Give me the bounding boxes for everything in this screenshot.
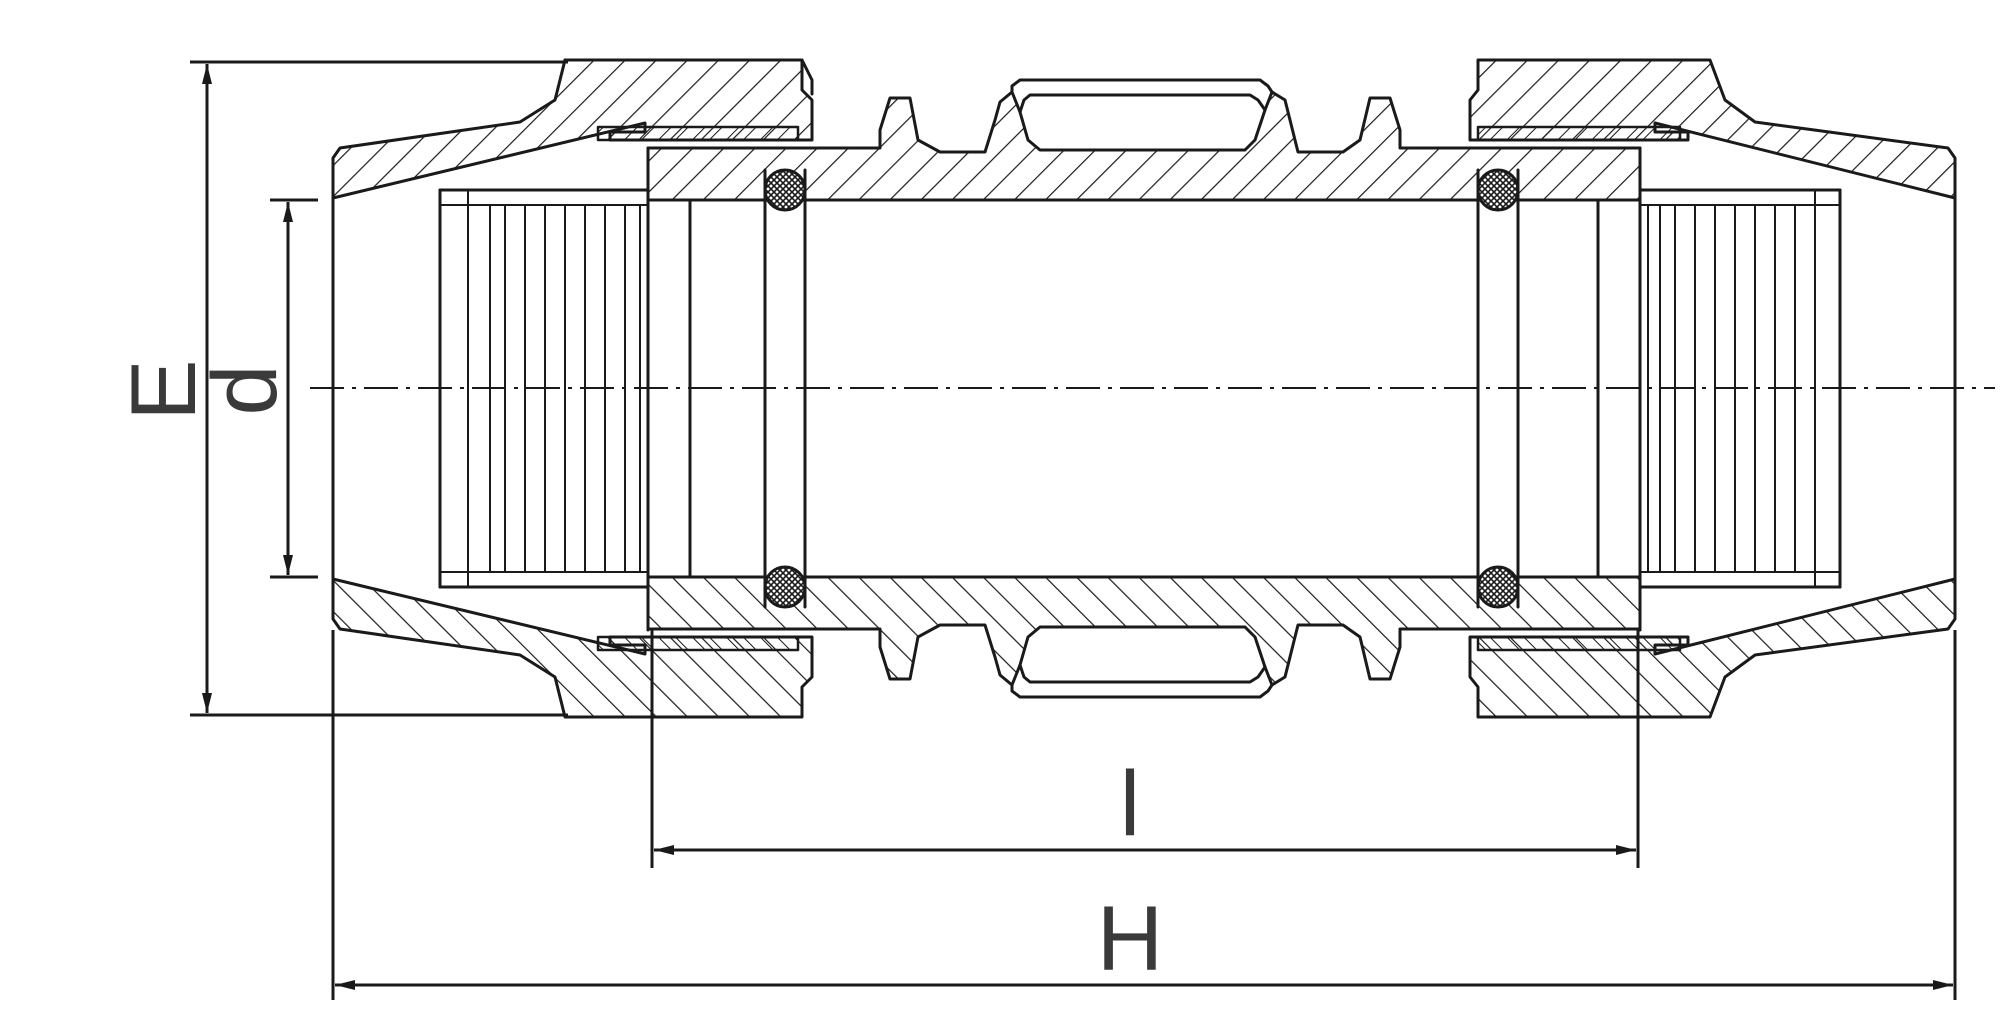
body-upper: [646, 90, 1642, 202]
left-nut-band-upper: [596, 125, 800, 142]
left-oring-bottom: [763, 565, 807, 609]
body-boss-lower: [1010, 683, 1274, 699]
right-oring-bottom: [1476, 565, 1520, 609]
right-grip-ring: [1638, 188, 1842, 589]
lower-section: [331, 575, 1957, 719]
right-oring-top: [1476, 168, 1520, 212]
label-d: d: [194, 364, 296, 415]
left-nut-lip-upper: [563, 58, 814, 96]
label-H: H: [1097, 888, 1163, 990]
upper-section: [331, 58, 1957, 202]
body-boss-inner-upper: [1018, 93, 1267, 114]
right-nut-band-lower: [1476, 635, 1682, 652]
dimension-d: [270, 198, 318, 579]
label-l: l: [1120, 753, 1140, 855]
body-boss-upper: [1010, 78, 1274, 94]
left-oring-top: [763, 168, 807, 212]
dimension-l: [650, 630, 1640, 868]
dimension-E: [190, 60, 568, 717]
bore-lines: [803, 198, 1480, 579]
body-lower: [646, 575, 1642, 687]
right-nut-band-upper: [1476, 125, 1682, 142]
label-E: E: [113, 359, 215, 420]
dimension-H: [331, 630, 1957, 1000]
body-boss-inner-lower: [1018, 663, 1267, 684]
left-nut-band-lower: [596, 635, 800, 652]
